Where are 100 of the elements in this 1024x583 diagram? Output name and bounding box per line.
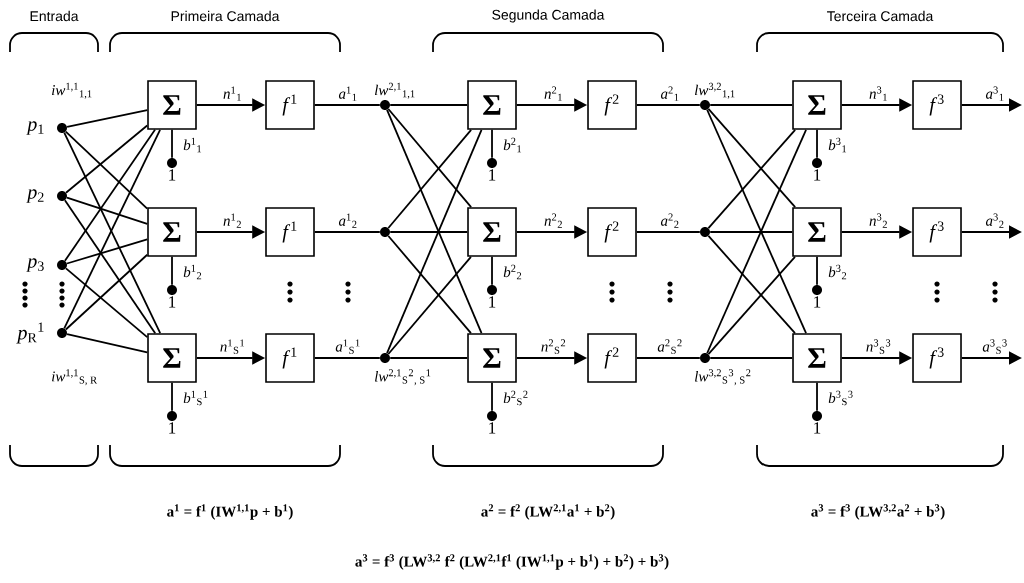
connector — [386, 108, 483, 335]
input-label: p$_{3}$ — [26, 258, 44, 272]
edge-label: b$^{3}$S3 — [827, 389, 855, 407]
connector — [389, 231, 469, 233]
edge-label: b$^{1}$S1 — [182, 389, 210, 407]
edge-label: a$^{2}$2 — [659, 212, 681, 229]
connector — [387, 128, 472, 229]
connector — [313, 357, 381, 359]
connector — [66, 109, 149, 128]
edge-label: b$^{3}$1 — [827, 136, 849, 154]
connector — [387, 108, 472, 209]
connector — [65, 267, 149, 338]
connector — [171, 255, 173, 286]
equation: a$^{1}$ = f$^{1}$ (IW$^{1,1}$p + b$^{1}$) — [167, 504, 293, 520]
edge-label: n$^{2}$2 — [543, 212, 564, 229]
connector — [707, 255, 796, 355]
connector — [709, 357, 794, 359]
connector — [64, 199, 157, 335]
connector — [491, 381, 493, 412]
summation-box: Σ — [147, 333, 197, 383]
connector — [707, 128, 797, 229]
edge-label: b$^{2}$2 — [502, 263, 524, 281]
summation-box: Σ — [792, 207, 842, 257]
transfer-function-box: f$^{2}$ — [587, 333, 637, 383]
transfer-function-box: f$^{1}$ — [265, 333, 315, 383]
equation: a$^{3}$ = f$^{3}$ (LW$^{3,2}$ f$^{2}$ (LW$^{2,1}$f$^{1}$ (IW$^{1,1}$p + b$^{1}$) + b$^{2}$) + b$^{3}$) — [355, 554, 669, 570]
connector — [389, 104, 469, 106]
connector — [635, 231, 701, 233]
connector — [64, 130, 149, 210]
edge-label: a$^{2}$1 — [659, 85, 681, 102]
bias-input-label: 1 — [169, 422, 176, 434]
edge-label: lw$^{3,2}$S3, S2 — [693, 368, 753, 387]
edge-label: b$^{1}$1 — [182, 136, 204, 154]
connector — [64, 128, 156, 262]
equation: a$^{3}$ = f$^{3}$ (LW$^{3,2}$a$^{2}$ + b$^{3}$) — [811, 504, 945, 520]
summation-box: Σ — [147, 207, 197, 257]
transfer-function-box: f$^{3}$ — [912, 207, 962, 257]
connector — [816, 128, 818, 159]
connector — [635, 104, 701, 106]
edge-label: a$^{3}$2 — [984, 212, 1006, 229]
input-label: p$_{R}$1 — [16, 322, 44, 344]
connector — [66, 333, 149, 354]
transfer-function-box: f$^{1}$ — [265, 80, 315, 130]
edge-label: a$^{1}$2 — [337, 212, 359, 229]
bias-input-label: 1 — [169, 169, 176, 181]
summation-box: Σ — [467, 333, 517, 383]
connector — [706, 128, 807, 355]
connector — [387, 255, 472, 355]
summation-box: Σ — [792, 333, 842, 383]
transfer-function-box: f$^{2}$ — [587, 207, 637, 257]
layer-title: Segunda Camada — [492, 9, 605, 23]
edge-label: a$^{1}$1 — [337, 85, 359, 102]
transfer-function-box: f$^{3}$ — [912, 333, 962, 383]
connector — [386, 128, 483, 355]
bias-input-label: 1 — [814, 169, 821, 181]
edge-label: lw$^{2,1}$1,1 — [373, 81, 417, 100]
edge-label: a$^{3}$1 — [984, 85, 1006, 102]
edge-label: n$^{1}$1 — [222, 85, 243, 102]
connector — [66, 196, 149, 225]
edge-label: a$^{2}$S2 — [656, 338, 684, 355]
bias-input-label: 1 — [814, 296, 821, 308]
layer-title: Terceira Camada — [827, 10, 934, 22]
connector — [66, 238, 149, 265]
transfer-function-box: f$^{1}$ — [265, 207, 315, 257]
edge-label: iw$^{1,1}$S, R — [50, 368, 99, 387]
edge-label: n$^{1}$S1 — [218, 338, 247, 355]
connector — [635, 357, 701, 359]
edge-label: b$^{3}$2 — [827, 263, 849, 281]
edge-label: a$^{3}$S3 — [981, 338, 1009, 355]
bias-input-label: 1 — [489, 422, 496, 434]
connector — [707, 108, 797, 209]
connector — [709, 104, 794, 106]
connector — [709, 231, 794, 233]
connector — [491, 255, 493, 286]
edge-label: a$^{1}$S1 — [334, 338, 362, 355]
transfer-function-box: f$^{2}$ — [587, 80, 637, 130]
connector — [65, 124, 149, 194]
bias-input-label: 1 — [489, 169, 496, 181]
edge-label: n$^{3}$2 — [868, 212, 889, 229]
bias-input-label: 1 — [489, 296, 496, 308]
edge-label: n$^{3}$S3 — [864, 338, 893, 355]
connector — [313, 104, 381, 106]
bias-input-label: 1 — [814, 422, 821, 434]
edge-label: n$^{3}$1 — [868, 85, 889, 102]
connector — [171, 381, 173, 412]
edge-label: n$^{1}$2 — [222, 212, 243, 229]
summation-box: Σ — [467, 207, 517, 257]
connector — [64, 253, 149, 331]
connector — [313, 231, 381, 233]
input-label: p$_{1}$ — [26, 121, 44, 135]
layer-title: Entrada — [30, 10, 79, 22]
edge-label: b$^{1}$2 — [182, 263, 204, 281]
edge-label: n$^{2}$1 — [543, 85, 564, 102]
summation-box: Σ — [467, 80, 517, 130]
input-label: p$_{2}$ — [26, 189, 44, 203]
connector — [171, 128, 173, 159]
connector — [387, 235, 472, 335]
equation: a$^{2}$ = f$^{2}$ (LW$^{2,1}$a$^{1}$ + b$^{2}$) — [481, 504, 615, 520]
connector — [816, 381, 818, 412]
bias-input-label: 1 — [169, 296, 176, 308]
